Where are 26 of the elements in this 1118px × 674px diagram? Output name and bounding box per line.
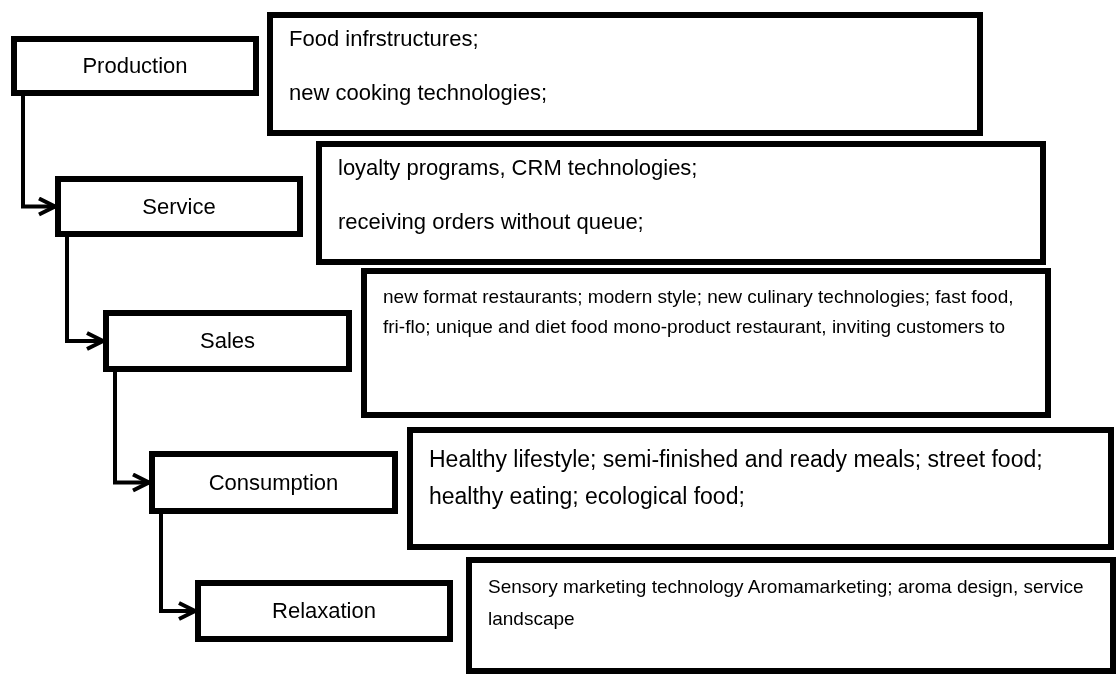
connector-arrow [21,96,57,217]
stage-box [195,580,453,642]
connector-arrow [113,372,151,493]
description-box [267,12,983,136]
stage-box [149,451,398,514]
stage-box [55,176,303,237]
stage-box [11,36,259,96]
description-box [466,557,1116,674]
stage-label: Service [142,193,216,220]
description-text: Sensory marketing technology Aromamarketing; aroma design, service landscape [488,575,1085,632]
description-text: new format restaurants; modern style; new culinary technologies; fast food, fri-flo; unique and diet food mono-product restaurant, inviting customers to [383,285,1015,340]
stage-box [103,310,352,372]
connector-arrow [159,514,197,621]
description-box [316,141,1046,265]
description-box [361,268,1051,418]
connector-arrow [65,237,105,351]
description-text: loyalty programs, CRM technologies; [338,155,699,181]
description-box [407,427,1114,550]
description-text: receiving orders without queue; [338,209,645,235]
stage-label: Consumption [208,469,339,496]
description-text: Healthy lifestyle; semi-finished and ready meals; street food; healthy eating; ecological food; [429,445,1044,511]
stage-label: Sales [199,328,255,354]
description-text: Food infrstructures; [289,26,480,52]
stage-label: Production [82,53,188,79]
stage-label: Relaxation [272,598,376,624]
description-text: new cooking technologies; [289,80,549,106]
